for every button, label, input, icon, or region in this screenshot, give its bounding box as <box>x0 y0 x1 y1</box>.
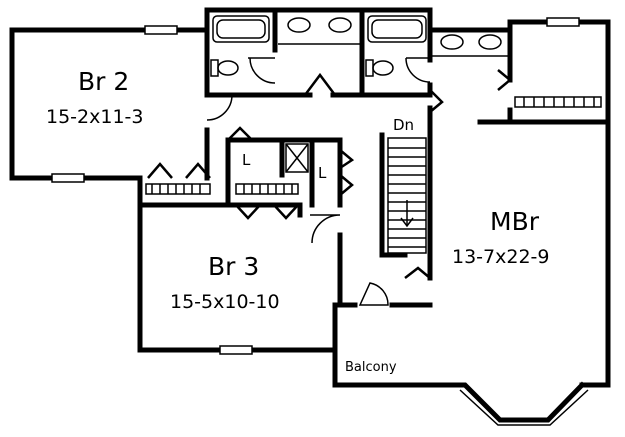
linen-label-2: L <box>318 164 327 182</box>
br2-name: Br 2 <box>78 67 129 96</box>
stairs-label: Dn <box>393 116 414 134</box>
bath-fixtures <box>210 15 508 84</box>
br3-name: Br 3 <box>208 252 259 281</box>
chase <box>285 143 309 173</box>
stairs <box>387 137 427 254</box>
bay-window <box>459 389 589 426</box>
doors <box>147 69 512 306</box>
balcony-label: Balcony <box>345 360 397 375</box>
br2-dims: 15-2x11-3 <box>46 106 144 128</box>
mbr-dims: 13-7x22-9 <box>452 246 550 268</box>
mbr-name: MBr <box>490 207 540 236</box>
labels: Br 2 15-2x11-3 Br 3 15-5x10-10 MBr 13-7x… <box>46 67 550 375</box>
linen-label-1: L <box>242 151 251 169</box>
closet-rods <box>145 96 602 195</box>
interior-walls <box>137 7 611 308</box>
windows <box>51 17 580 355</box>
br3-dims: 15-5x10-10 <box>170 291 280 313</box>
